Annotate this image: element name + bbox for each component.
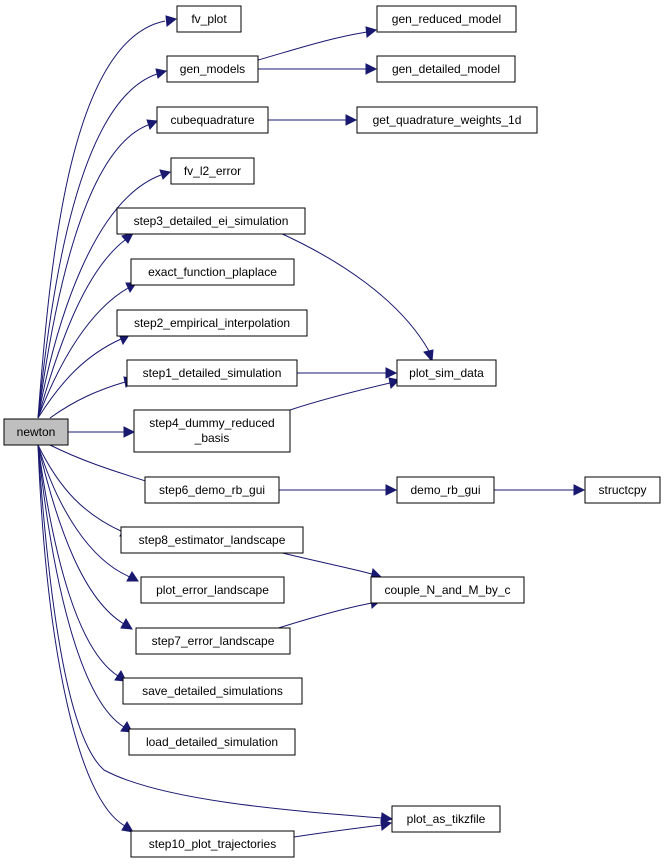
node-cubequadrature[interactable]: cubequadrature (156, 106, 269, 134)
node-label: fv_l2_error (184, 164, 241, 178)
node-label: fv_plot (191, 12, 227, 26)
node-label: cubequadrature (170, 113, 254, 127)
node-label: structcpy (598, 483, 646, 497)
node-label: gen_detailed_model (392, 62, 500, 76)
edge-newton-fv_l2_error (37, 169, 172, 419)
edge-demo_rb-structcpy (494, 484, 586, 496)
node-demo_rb[interactable]: demo_rb_gui (396, 476, 495, 504)
node-gen_models[interactable]: gen_models (166, 55, 259, 83)
node-step1[interactable]: step1_detailed_simulation (126, 359, 298, 387)
node-step8[interactable]: step8_estimator_landscape (120, 526, 304, 554)
node-exact[interactable]: exact_function_plaplace (130, 258, 295, 286)
node-label: step8_estimator_landscape (139, 533, 286, 547)
node-get_quad[interactable]: get_quadrature_weights_1d (356, 106, 538, 134)
node-plot_error[interactable]: plot_error_landscape (140, 576, 285, 604)
edge-newton-fv_plot (37, 15, 178, 419)
edge-newton-step4 (68, 426, 136, 438)
node-newton[interactable]: newton (3, 418, 69, 446)
node-label: plot_error_landscape (156, 583, 269, 597)
node-label: couple_N_and_M_by_c (384, 583, 510, 597)
edge-newton-step8 (37, 444, 132, 538)
node-fv_plot[interactable]: fv_plot (176, 5, 242, 33)
node-couple[interactable]: couple_N_and_M_by_c (370, 576, 525, 604)
node-label: step2_empirical_interpolation (134, 316, 290, 330)
node-gen_reduced[interactable]: gen_reduced_model (376, 5, 517, 33)
node-plot_tikz[interactable]: plot_as_tikzfile (391, 805, 501, 833)
edge-step6-demo_rb (279, 484, 398, 496)
node-label: newton (17, 425, 56, 439)
node-label: plot_as_tikzfile (407, 812, 486, 826)
node-step2[interactable]: step2_empirical_interpolation (116, 309, 308, 337)
node-gen_detailed[interactable]: gen_detailed_model (376, 55, 516, 83)
edge-step8-couple (269, 549, 383, 580)
node-label: demo_rb_gui (410, 483, 480, 497)
edge-step10-plot_tikz (293, 819, 393, 838)
node-label: gen_models (180, 62, 245, 76)
node-label: gen_reduced_model (392, 12, 501, 26)
node-step10[interactable]: step10_plot_trajectories (130, 830, 295, 858)
node-label: load_detailed_simulation (146, 735, 278, 749)
edge-newton-step2 (37, 333, 130, 419)
node-label: step10_plot_trajectories (149, 837, 276, 851)
edge-gen_models-gen_detailed (258, 63, 378, 75)
edge-step3-plot_sim (277, 231, 434, 363)
node-label: save_detailed_simulations (142, 684, 283, 698)
node-save[interactable]: save_detailed_simulations (122, 677, 303, 705)
node-label: step1_detailed_simulation (143, 366, 282, 380)
edge-gen_models-gen_reduced (257, 26, 378, 61)
node-label: plot_sim_data (409, 366, 484, 380)
edge-newton-plot_error (37, 444, 139, 582)
node-plot_sim[interactable]: plot_sim_data (396, 359, 497, 387)
edge-newton-step10 (37, 444, 134, 833)
edge-newton-load (37, 444, 133, 733)
edge-newton-step7 (37, 444, 133, 630)
edge-newton-gen_models (37, 68, 168, 419)
node-step6[interactable]: step6_demo_rb_gui (144, 476, 280, 504)
edge-step1-plot_sim (297, 367, 398, 379)
node-label: step3_detailed_ei_simulation (134, 214, 289, 228)
edge-cubequadrature-get_quad (268, 114, 358, 126)
node-structcpy[interactable]: structcpy (584, 476, 661, 504)
node-step4[interactable]: step4_dummy_reduced _basis (133, 409, 291, 453)
node-label-line1: step4_dummy_reduced (149, 416, 274, 430)
edge-step4-plot_sim (289, 377, 401, 411)
node-step7[interactable]: step7_error_landscape (135, 627, 291, 655)
node-label: exact_function_plaplace (148, 265, 277, 279)
edge-step7-couple (271, 597, 383, 631)
node-label: get_quadrature_weights_1d (373, 113, 522, 127)
node-label: step6_demo_rb_gui (159, 483, 265, 497)
node-fv_l2_error[interactable]: fv_l2_error (170, 157, 255, 185)
node-label: step7_error_landscape (152, 634, 275, 648)
edge-newton-cubequadrature (37, 119, 159, 419)
node-label-line2: _basis (194, 431, 230, 445)
node-load[interactable]: load_detailed_simulation (128, 728, 296, 756)
node-step3[interactable]: step3_detailed_ei_simulation (116, 207, 306, 235)
edge-newton-step1 (49, 376, 136, 419)
